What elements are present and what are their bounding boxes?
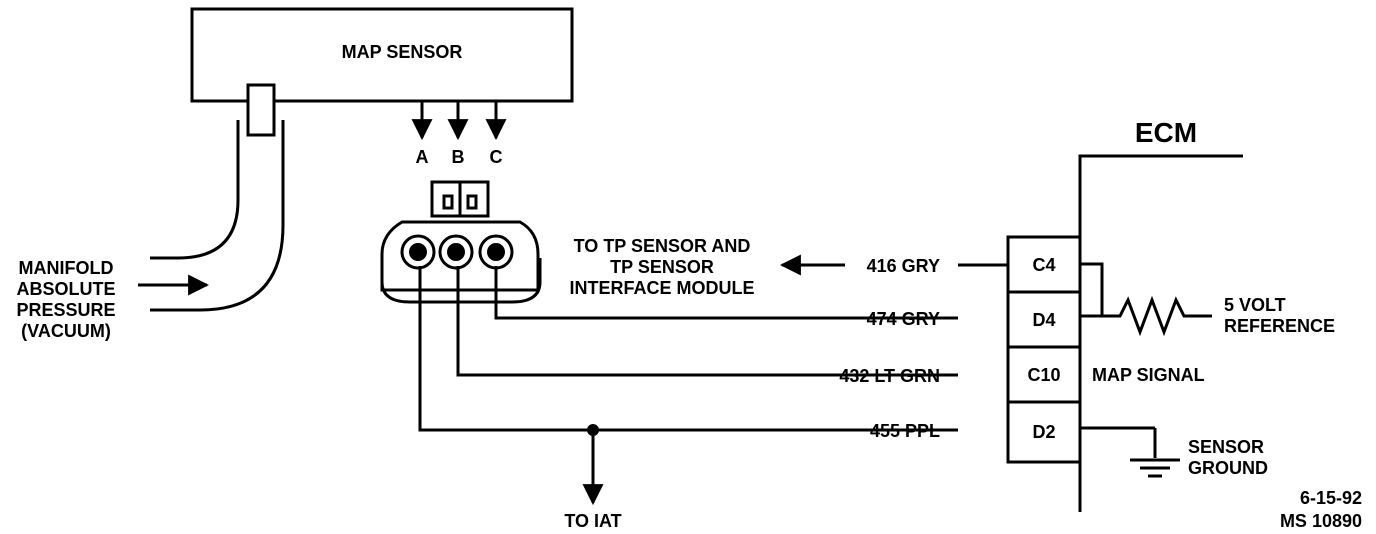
- harness-wires: [418, 254, 1008, 506]
- manifold-label-line-2: ABSOLUTE: [17, 279, 116, 299]
- ecm: ECM C4 D4 C10 D2: [1006, 117, 1243, 512]
- wire-432-path: [456, 266, 958, 377]
- pin-label-b: B: [452, 147, 465, 167]
- ground-label-line-1: SENSOR: [1188, 437, 1264, 457]
- resistor: [1102, 295, 1212, 337]
- wire-416-label: 416 GRY: [867, 256, 940, 276]
- vacuum-port: [246, 83, 276, 137]
- ecm-terminal-d2-label: D2: [1032, 422, 1055, 442]
- ecm-terminal-c4-label: C4: [1032, 255, 1055, 275]
- ecm-terminal-d2: [1006, 400, 1082, 464]
- wire-474-path: [494, 266, 958, 320]
- wire-labels: 416 GRY 474 GRY 432 LT GRN 455 PPL: [839, 256, 940, 441]
- manifold-label-line-4: (VACUUM): [21, 321, 111, 341]
- figure-number: MS 10890: [1280, 511, 1362, 531]
- ecm-terminal-c4: [1006, 235, 1082, 294]
- map-signal-label: MAP SIGNAL: [1092, 365, 1205, 385]
- vacuum-hose: [138, 120, 285, 312]
- tp-label-line-1: TO TP SENSOR AND: [574, 236, 751, 256]
- tp-label-line-3: INTERFACE MODULE: [569, 278, 754, 298]
- manifold-label-line-3: PRESSURE: [16, 300, 115, 320]
- manifold-label-line-1: MANIFOLD: [19, 258, 114, 278]
- wire-455-path: [418, 266, 958, 432]
- pin-arrows: A B C: [411, 102, 507, 167]
- ground-label-line-2: GROUND: [1188, 458, 1268, 478]
- pin-label-c: C: [490, 147, 503, 167]
- map-sensor-title: MAP SENSOR: [342, 42, 463, 62]
- ecm-terminal-d4: [1006, 290, 1082, 349]
- pin-label-a: A: [416, 147, 429, 167]
- iat-label: TO IAT: [564, 511, 621, 531]
- wire-432-label: 432 LT GRN: [839, 366, 940, 386]
- ecm-terminal-c10: [1006, 345, 1082, 404]
- connector: [380, 180, 542, 304]
- ecm-terminal-c10-label: C10: [1027, 365, 1060, 385]
- wire-474-label: 474 GRY: [867, 309, 940, 329]
- manifold-label: MANIFOLD ABSOLUTE PRESSURE (VACUUM): [16, 258, 115, 341]
- figure-id: 6-15-92 MS 10890: [1280, 488, 1362, 531]
- ecm-terminal-d4-label: D4: [1032, 310, 1055, 330]
- figure-date: 6-15-92: [1300, 488, 1362, 508]
- ecm-labels: 5 VOLT REFERENCE MAP SIGNAL SENSOR GROUN…: [1092, 295, 1335, 478]
- ref-label-line-2: REFERENCE: [1224, 316, 1335, 336]
- tp-label-line-2: TP SENSOR: [610, 257, 714, 277]
- ref-label-line-1: 5 VOLT: [1224, 295, 1286, 315]
- ecm-internal: [1080, 262, 1212, 478]
- tp-label: TO TP SENSOR AND TP SENSOR INTERFACE MOD…: [569, 236, 754, 298]
- ecm-title: ECM: [1135, 117, 1197, 148]
- map-sensor: MAP SENSOR: [190, 7, 574, 137]
- wire-455-label: 455 PPL: [870, 421, 940, 441]
